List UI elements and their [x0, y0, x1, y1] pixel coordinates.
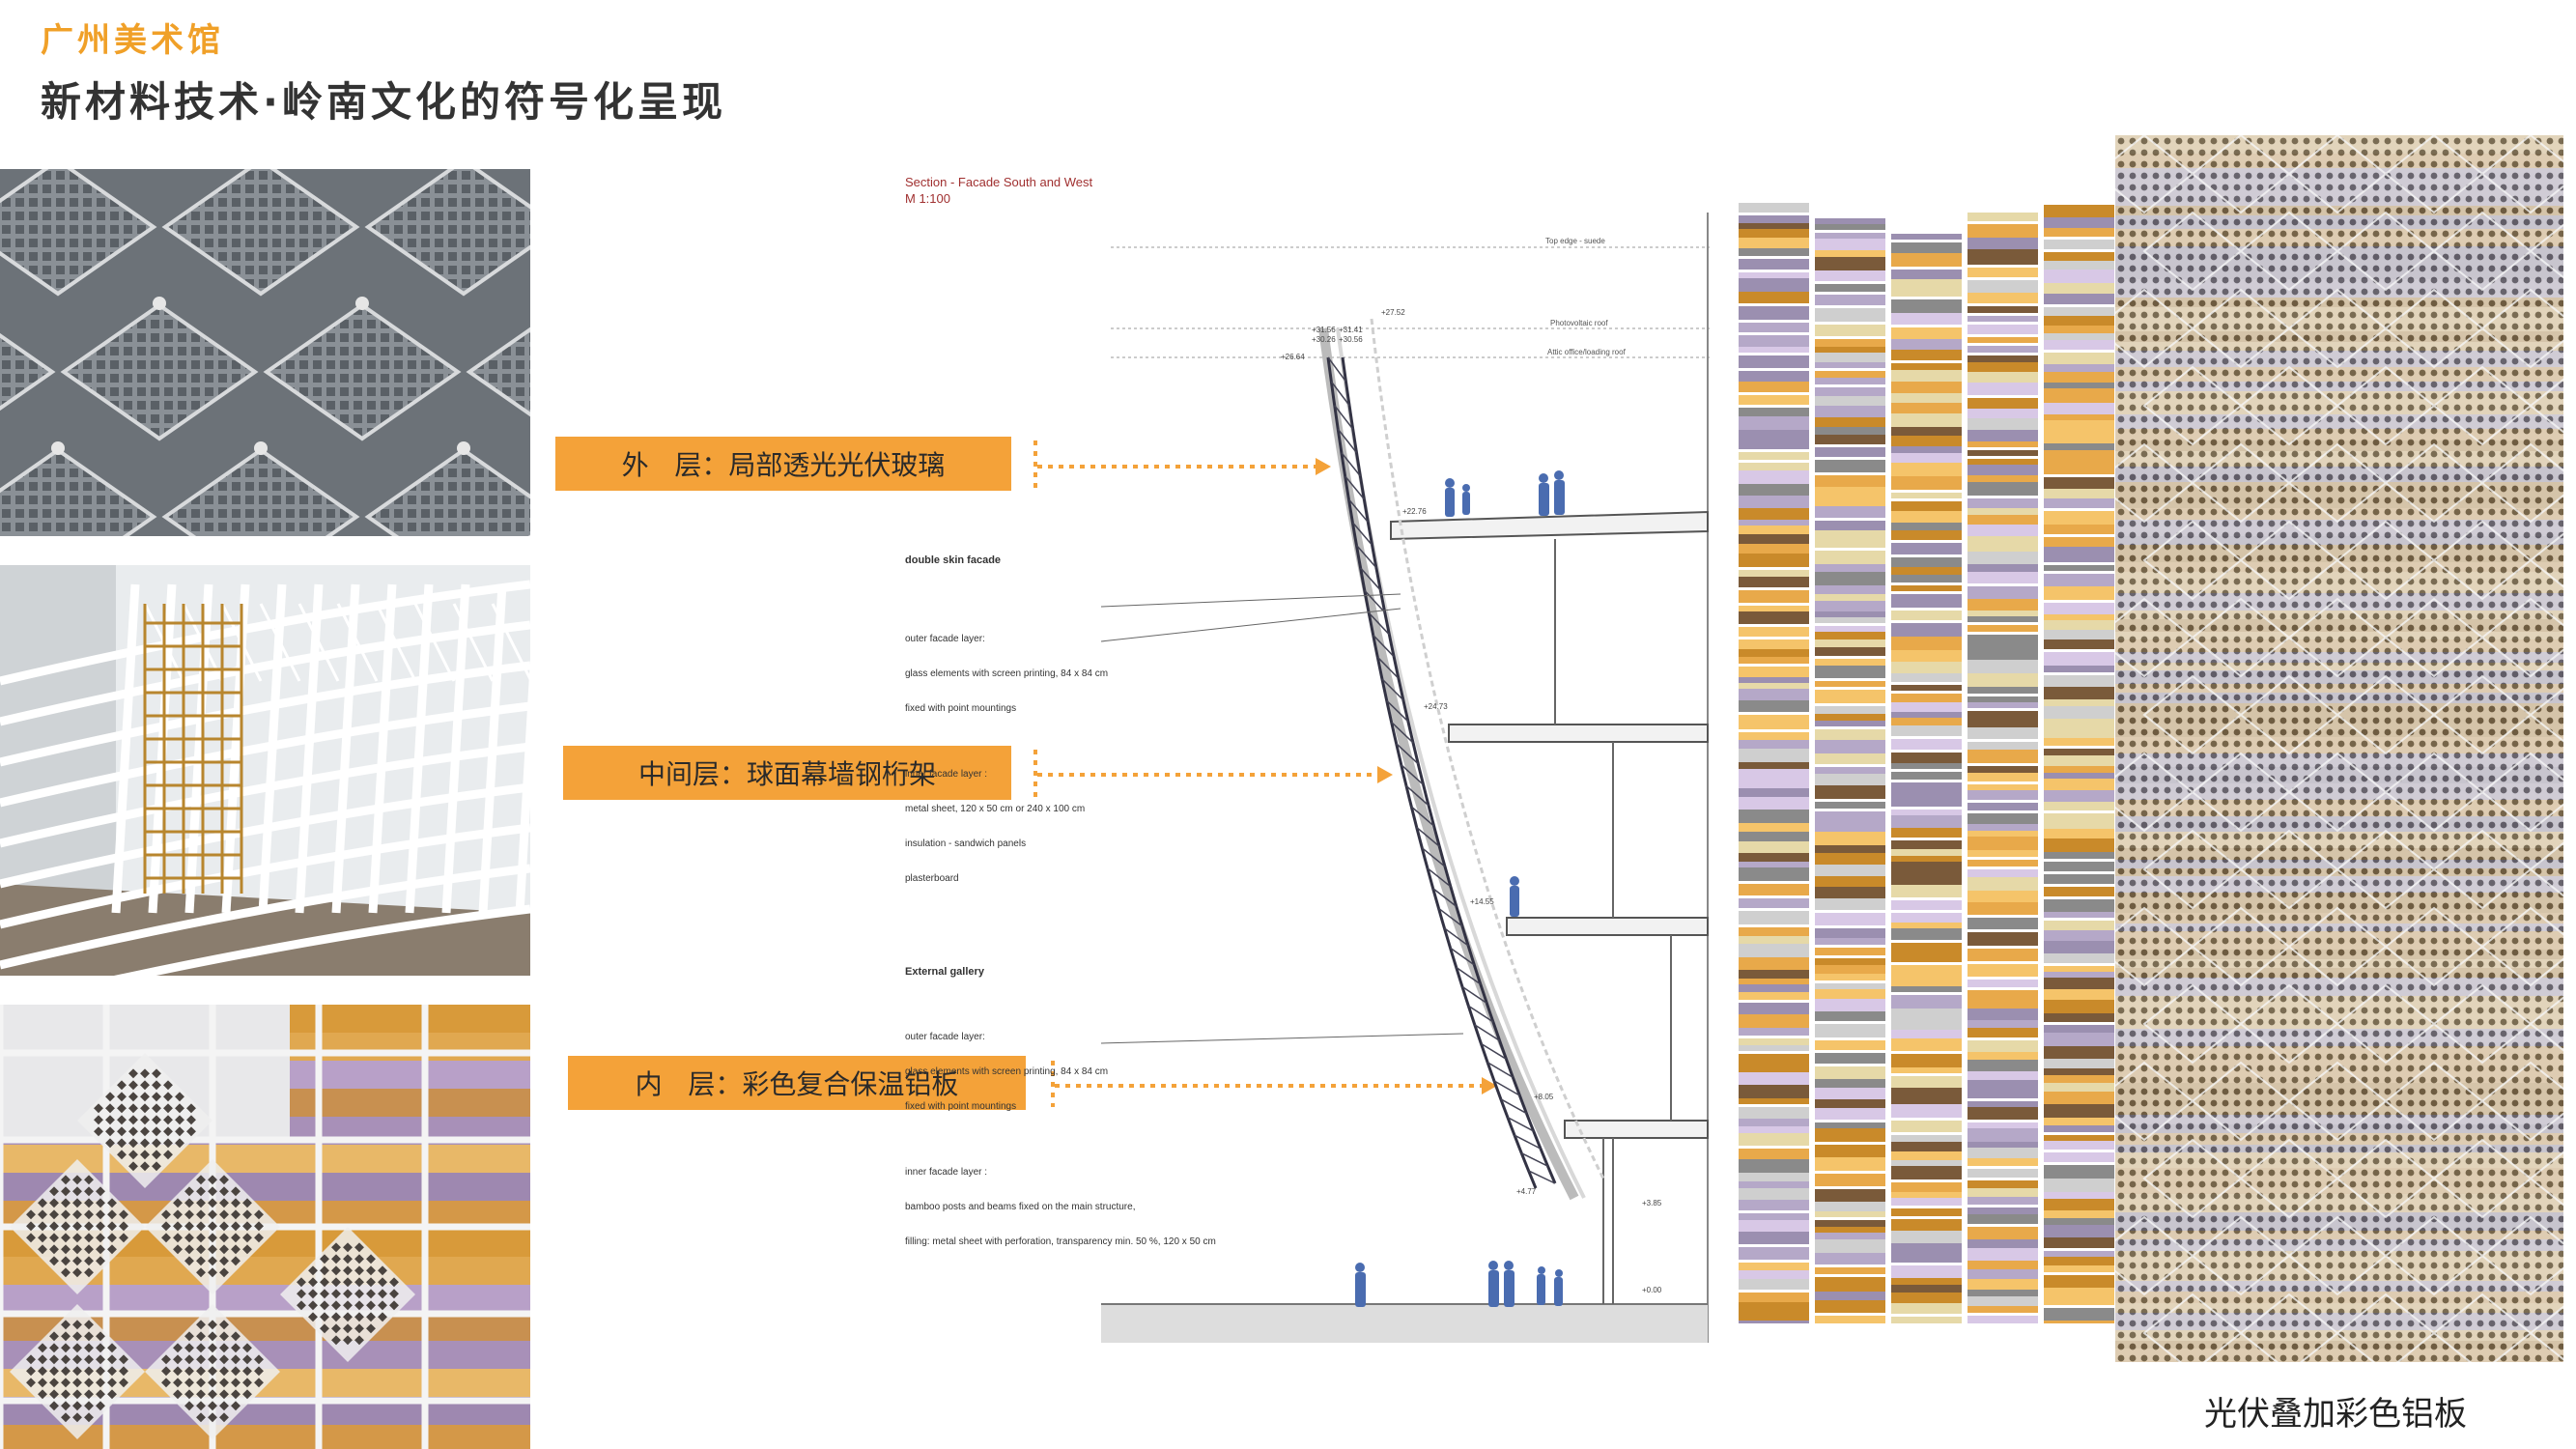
dim-label: +22.76: [1402, 507, 1427, 516]
dim-label: +27.52: [1381, 308, 1405, 317]
note-external-gallery: External gallery outer facade layer: gla…: [905, 966, 1216, 1247]
dim-label: +4.77: [1516, 1187, 1537, 1196]
pv-overlay-pattern: [2115, 135, 2563, 1362]
dim-label: +8.05: [1534, 1093, 1554, 1101]
label-outer-layer: 外 层：局部透光光伏玻璃: [555, 437, 1011, 491]
dim-label: +3.85: [1642, 1199, 1662, 1208]
dim-label: +24.73: [1424, 702, 1448, 711]
photo-steel-truss: [0, 565, 530, 976]
level-attic-roof: Attic office/loading roof: [1547, 348, 1627, 356]
dim-label: +0.00: [1642, 1286, 1662, 1294]
dim-label: +31.56: [1312, 326, 1336, 334]
note-double-skin: double skin facade outer facade layer: g…: [905, 554, 1109, 884]
photo-color-panels: [0, 1005, 530, 1449]
dim-label: +30.26: [1312, 335, 1336, 344]
page-title: 新材料技术·岭南文化的符号化呈现: [41, 78, 726, 126]
overlay-caption: 光伏叠加彩色铝板: [2204, 1395, 2467, 1434]
dim-label: +31.41: [1339, 326, 1363, 334]
level-top-edge: Top edge - suede: [1545, 237, 1605, 245]
dim-label: +14.55: [1470, 897, 1494, 906]
project-name: 广州美术馆: [41, 21, 224, 60]
photo-outer-glass: [0, 169, 530, 536]
level-pv-roof: Photovoltaic roof: [1550, 319, 1608, 327]
label-middle-layer: 中间层：球面幕墙钢桁架: [563, 746, 1011, 800]
label-inner-layer: 内 层：彩色复合保温铝板: [568, 1056, 1026, 1110]
facade-section-drawing: Top edge - suede Photovoltaic roof Attic…: [1101, 213, 1710, 1343]
dim-label: +26.64: [1281, 353, 1305, 361]
section-title: Section - Facade South and West M 1:100: [905, 175, 1093, 206]
dim-label: +30.56: [1339, 335, 1363, 344]
color-panel-stripes: [1739, 203, 2114, 1323]
